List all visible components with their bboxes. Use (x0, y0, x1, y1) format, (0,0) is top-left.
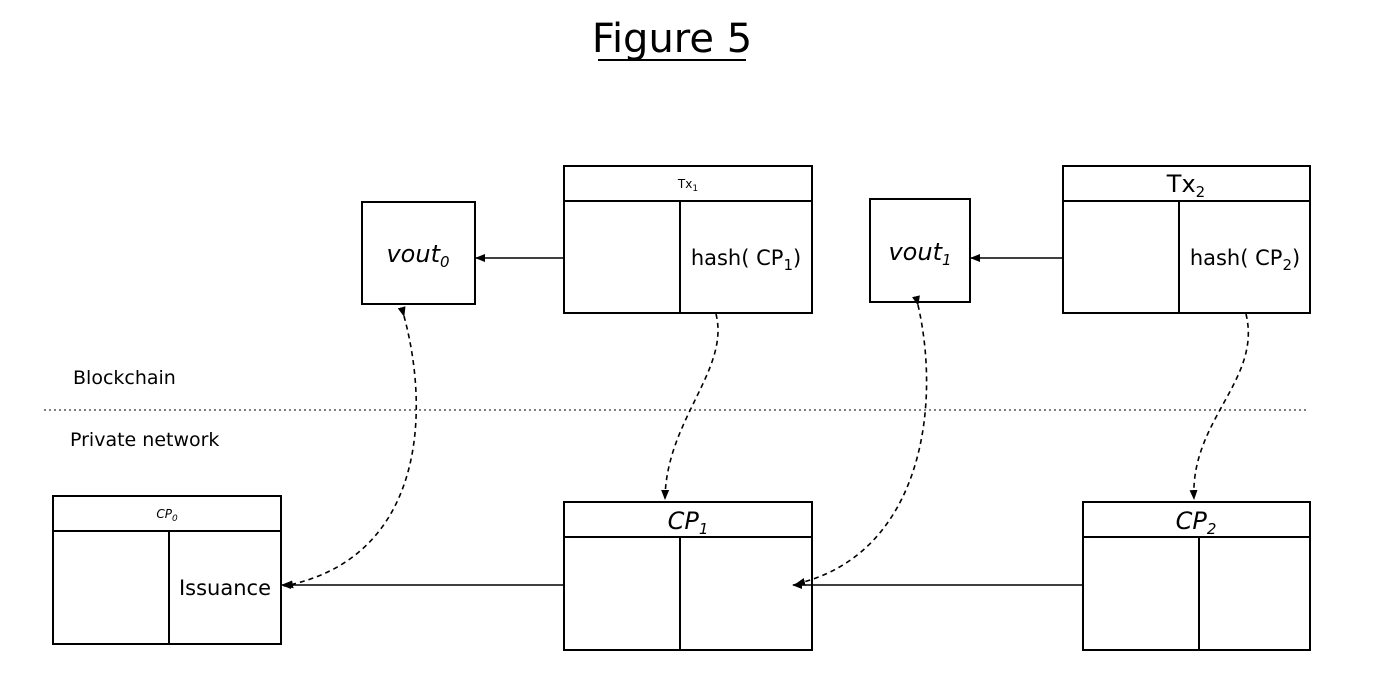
dashed-link-tx1-to-cp1 (665, 314, 718, 499)
figure-title: Figure 5 (592, 16, 752, 62)
dashed-link-tx2-to-cp2 (1194, 314, 1248, 499)
region-label-private-network: Private network (70, 429, 219, 451)
vout0-box: vout0 (362, 202, 475, 304)
cp0-box: CP0 Issuance (53, 496, 281, 644)
tx1-box: Tx1 hash( CP1) (564, 166, 812, 313)
cp2-box: CP2 (1083, 502, 1310, 650)
tx2-box: Tx2 hash( CP2) (1063, 166, 1310, 313)
cp1-box: CP1 (564, 502, 812, 650)
cp0-issuance-label: Issuance (179, 576, 271, 600)
dashed-link-cp0-vout0 (284, 316, 416, 586)
vout1-box: vout1 (870, 199, 970, 302)
dashed-link-cp1-vout1 (796, 305, 927, 584)
region-label-blockchain: Blockchain (73, 367, 176, 389)
